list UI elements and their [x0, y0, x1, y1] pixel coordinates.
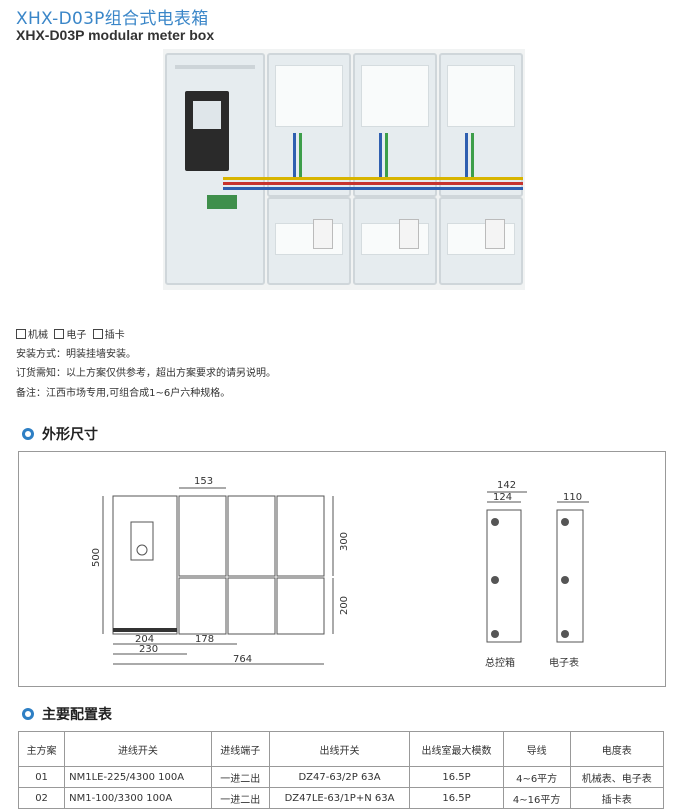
page-title: XHX-D03P组合式电表箱 [16, 9, 209, 29]
section-bullet-icon [22, 708, 34, 720]
table-cell: 4~16平方 [502, 787, 571, 809]
option-mechanical: 机械 [16, 329, 48, 341]
table-header: 电度表 [569, 731, 665, 767]
table-header: 出线室最大模数 [409, 731, 504, 767]
dim-178: 178 [195, 634, 215, 645]
table-header: 出线开关 [268, 731, 411, 767]
dimension-drawing: 153 500 300 200 204 178 230 764 142 124 … [18, 451, 666, 687]
section-bullet-icon [22, 428, 34, 440]
table-row: 02 NM1-100/3300 100A 一进二出 DZ47LE-63/1P+N… [17, 787, 665, 809]
dim-153: 153 [194, 476, 214, 487]
remark-note: 备注：江西市场专用,可组合成1~6户六种规格。 [16, 388, 231, 399]
table-cell: 插卡表 [569, 787, 665, 809]
dim-110: 110 [563, 492, 583, 503]
table-cell: 01 [17, 766, 66, 788]
product-photo [163, 49, 525, 290]
table-cell: NM1-100/3300 100A [64, 787, 212, 809]
table-cell: 16.5P [409, 787, 504, 809]
meter-module-1 [267, 53, 351, 197]
checkbox-icon [92, 329, 103, 339]
table-header: 进线端子 [210, 731, 270, 767]
checkbox-icon [54, 329, 65, 339]
breaker-module-1 [267, 197, 351, 285]
table-cell: DZ47LE-63/1P+N 63A [268, 787, 411, 809]
meter-module-3 [439, 53, 523, 197]
meter-type-options: 机械 电子 插卡 [16, 326, 125, 341]
dim-142: 142 [497, 480, 517, 491]
install-note: 安装方式：明装挂墙安装。 [16, 349, 136, 360]
table-header: 进线开关 [64, 731, 212, 767]
table-cell: 4~6平方 [502, 766, 571, 788]
label-e-meter: 电子表 [549, 658, 579, 669]
option-card: 插卡 [92, 329, 125, 341]
page-subtitle: XHX-D03P modular meter box [16, 27, 215, 43]
table-cell: NM1LE-225/4300 100A [64, 766, 212, 788]
breaker-module-2 [353, 197, 437, 285]
drawing-main-box [112, 495, 178, 635]
dim-500: 500 [91, 547, 103, 568]
dimensions-heading: 外形尺寸 [22, 424, 98, 444]
label-main-box: 总控箱 [485, 658, 515, 669]
dim-230: 230 [139, 644, 159, 655]
config-table: 主方案 进线开关 进线端子 出线开关 出线室最大模数 导线 电度表 01 NM1… [17, 731, 665, 809]
table-cell: DZ47-63/2P 63A [268, 766, 411, 788]
dim-764: 764 [233, 654, 253, 665]
checkbox-icon [16, 329, 26, 339]
table-header-row: 主方案 进线开关 进线端子 出线开关 出线室最大模数 导线 电度表 [17, 731, 665, 767]
table-cell: 机械表、电子表 [569, 766, 665, 788]
dim-200: 200 [339, 595, 351, 616]
option-electronic: 电子 [54, 329, 86, 341]
meter-module-2 [353, 53, 437, 197]
order-note: 订货需知：以上方案仅供参考，超出方案要求的请另说明。 [16, 368, 276, 379]
table-header: 主方案 [17, 731, 66, 767]
table-row: 01 NM1LE-225/4300 100A 一进二出 DZ47-63/2P 6… [17, 766, 665, 788]
table-cell: 一进二出 [210, 766, 270, 788]
table-cell: 一进二出 [210, 787, 270, 809]
main-control-box [165, 53, 265, 285]
dimension-svg [102, 487, 589, 665]
table-header: 导线 [502, 731, 571, 767]
table-cell: 02 [17, 787, 66, 809]
breaker-module-3 [439, 197, 523, 285]
dim-124: 124 [493, 492, 513, 503]
table-cell: 16.5P [409, 766, 504, 788]
config-heading: 主要配置表 [22, 704, 112, 724]
dim-300: 300 [339, 531, 351, 552]
dim-204: 204 [135, 634, 155, 645]
